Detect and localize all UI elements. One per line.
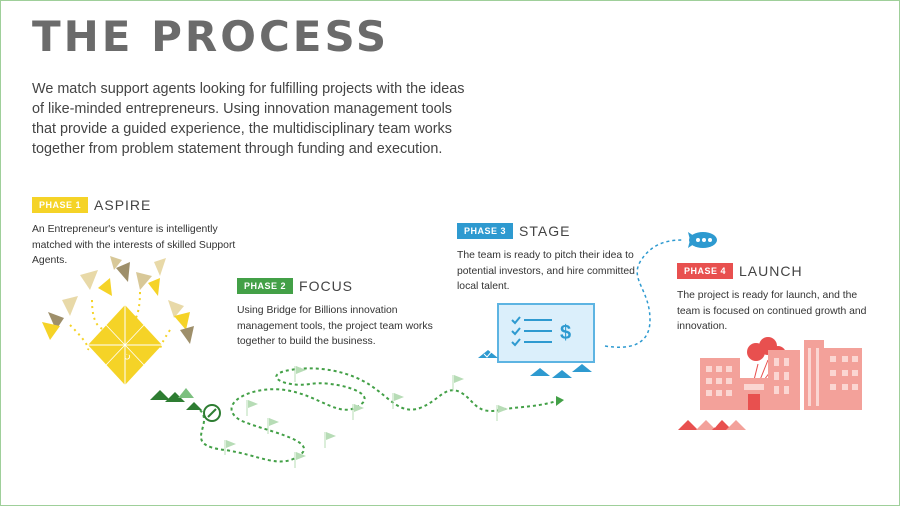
phase-badge: PHASE 2 — [237, 278, 294, 294]
rocket-icon — [688, 232, 717, 248]
phase-name: FOCUS — [299, 278, 354, 294]
intro-paragraph: We match support agents looking for fulf… — [32, 81, 465, 157]
phase-description: An Entrepreneur's venture is intelligent… — [32, 224, 236, 266]
city-balloons-icon — [678, 337, 862, 430]
phase-description: Using Bridge for Billions innovation man… — [237, 305, 433, 347]
phase-badge: PHASE 1 — [32, 197, 89, 213]
phase-description: The project is ready for launch, and the… — [677, 290, 867, 332]
phase-description: The team is ready to pitch their idea to… — [457, 250, 635, 292]
page-title: THE PROCESS — [32, 12, 390, 61]
phase-1: PHASE 1 ASPIRE An Entrepreneur's venture… — [32, 196, 247, 269]
phase-badge: PHASE 3 — [457, 223, 514, 239]
origami-diamond-icon: ن — [42, 256, 194, 385]
phase-name: ASPIRE — [94, 197, 152, 213]
phase-name: LAUNCH — [739, 263, 803, 279]
phase-badge: PHASE 4 — [677, 263, 734, 279]
phase-3: PHASE 3 STAGE The team is ready to pitch… — [457, 222, 652, 295]
svg-text:ن: ن — [124, 351, 131, 361]
pitch-board-icon: $ — [478, 232, 717, 378]
phase-2: PHASE 2 FOCUS Using Bridge for Billions … — [237, 277, 452, 350]
phase-name: STAGE — [519, 223, 571, 239]
dollar-icon: $ — [560, 322, 571, 344]
phase-4: PHASE 4 LAUNCH The project is ready for … — [677, 262, 872, 335]
winding-flag-path-icon — [150, 366, 564, 468]
